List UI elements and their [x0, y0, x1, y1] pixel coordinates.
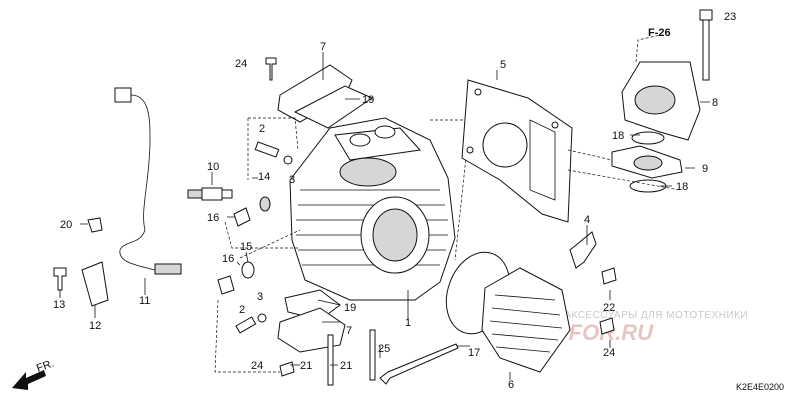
bracket — [569, 231, 597, 269]
callout-7: 7 — [346, 325, 352, 337]
guide-valve-top — [247, 117, 299, 180]
bolt-25 — [379, 343, 459, 385]
bolt-24-top — [265, 57, 277, 81]
callout-6: 6 — [508, 379, 514, 391]
callout-24: 24 — [603, 347, 615, 359]
callout-19: 19 — [362, 94, 374, 106]
callout-10: 10 — [207, 161, 219, 173]
callout-15: 15 — [240, 241, 252, 253]
bolt-24-bottom — [279, 361, 295, 377]
leader-lines — [59, 52, 710, 380]
valve-guides — [235, 141, 293, 334]
callout-11: 11 — [139, 295, 150, 307]
o-ring-upper — [631, 131, 665, 145]
callout-18: 18 — [612, 130, 624, 142]
direction-label: FR. — [35, 357, 56, 374]
callout-24: 24 — [251, 360, 263, 372]
callout-18: 18 — [676, 181, 688, 193]
stud-21-right — [369, 329, 376, 381]
spark-plug — [187, 187, 233, 201]
tappet-cover-bottom — [277, 289, 346, 353]
bolt-13 — [53, 267, 67, 291]
watermark-top: ЗАПЧАСТИ И АКСЕССУАРЫ ДЛЯ МОТОТЕХНИКИ — [493, 310, 748, 321]
callout-19: 19 — [344, 302, 356, 314]
insulator-assembly — [611, 61, 701, 193]
callout-20: 20 — [60, 219, 72, 231]
front-direction-arrow: FR. — [12, 357, 56, 390]
diagram-code: K2E4E0200 — [736, 382, 784, 392]
callout-2: 2 — [259, 123, 265, 135]
washer-15 — [241, 261, 255, 279]
callout-2: 2 — [239, 304, 245, 316]
callout-8: 8 — [712, 97, 718, 109]
sensor-wire — [114, 87, 182, 275]
callout-13: 13 — [53, 299, 65, 311]
callout-24: 24 — [235, 58, 247, 70]
bolt-22 — [601, 267, 617, 285]
clip-20 — [87, 217, 103, 233]
callout-17: 17 — [468, 347, 480, 359]
head-gasket — [461, 79, 573, 223]
reference-label: F-26 — [648, 27, 671, 39]
callout-12: 12 — [89, 320, 101, 332]
guide-sparkplug — [224, 221, 301, 259]
callout-5: 5 — [500, 59, 506, 71]
bracket-12 — [81, 261, 109, 307]
side-cover — [481, 267, 571, 373]
washer-14 — [259, 196, 271, 212]
cylinder-head — [289, 117, 456, 301]
stud-21-left — [327, 334, 334, 386]
callout-9: 9 — [702, 163, 708, 175]
callout-1: 1 — [405, 317, 411, 329]
callout-14: 14 — [258, 171, 270, 183]
guide-intake — [567, 34, 681, 191]
callout-16: 16 — [222, 253, 234, 265]
callout-3: 3 — [257, 291, 263, 303]
cap-16-upper — [233, 207, 251, 227]
bolt-24-right — [599, 317, 615, 335]
callout-labels: 1 2 2 3 3 4 5 6 7 7 8 9 10 11 12 13 14 1… — [53, 11, 736, 391]
callout-4: 4 — [584, 214, 590, 226]
callout-16: 16 — [207, 212, 219, 224]
callout-3: 3 — [289, 174, 295, 186]
callout-22: 22 — [603, 302, 615, 314]
callout-21: 21 — [340, 360, 352, 372]
bolt-23 — [699, 9, 713, 81]
guide-valve-bottom — [214, 299, 280, 373]
callout-25: 25 — [378, 343, 390, 355]
callout-23: 23 — [724, 11, 736, 23]
callout-7: 7 — [320, 41, 326, 53]
cap-16-lower — [217, 275, 235, 295]
callout-21: 21 — [300, 360, 312, 372]
tappet-cover-top — [277, 64, 374, 129]
